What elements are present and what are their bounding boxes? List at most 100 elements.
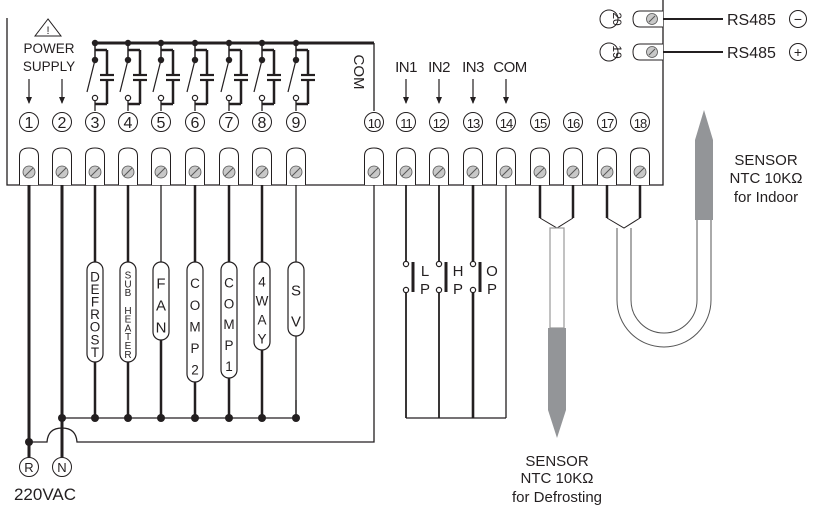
- screw-slot: [57, 167, 67, 177]
- load-letter: R: [90, 307, 100, 322]
- sensor-probe: [695, 140, 713, 220]
- switch-terminal: [469, 286, 477, 294]
- terminal-block-2: [52, 147, 72, 185]
- terminal-number-17: 17: [597, 112, 617, 132]
- terminal-number-3: 3: [85, 112, 105, 132]
- terminal-number-text: 8: [258, 115, 267, 132]
- screw-slot: [291, 167, 301, 177]
- switch-label-line1: H: [453, 263, 464, 280]
- terminal-number-text: 13: [467, 116, 480, 131]
- load-letter: H: [124, 306, 131, 317]
- relay-contact-6: [186, 39, 214, 111]
- terminal-block-7: [219, 147, 239, 185]
- screw-slot: [190, 167, 200, 177]
- switch-blade: [119, 59, 129, 93]
- switch-blade: [152, 59, 162, 93]
- sensor-probe: [548, 328, 566, 410]
- contact-terminal: [91, 94, 99, 102]
- screw-slot: [123, 167, 133, 177]
- load-letter: N: [156, 320, 167, 337]
- defrost-sensor-label-3: for Defrosting: [512, 489, 602, 506]
- load-letter: S: [90, 332, 99, 347]
- load-body: [186, 261, 204, 383]
- screw-slot: [156, 167, 166, 177]
- load-body: [119, 261, 137, 363]
- input-label-com: COM: [493, 59, 527, 76]
- arrow-terminal-2: [59, 79, 65, 104]
- load-letter: 2: [191, 363, 199, 378]
- terminal-number-7: 7: [219, 112, 239, 132]
- contact-terminal: [258, 94, 266, 102]
- switch-label-line1: L: [421, 263, 429, 280]
- screw-slot: [535, 167, 545, 177]
- load-letter: A: [257, 312, 266, 327]
- terminal-number-circle: [599, 42, 619, 62]
- junction-dot: [58, 414, 66, 422]
- sensor-tip: [548, 410, 566, 438]
- terminal-block-9: [286, 147, 306, 185]
- terminal-number-circle: [597, 112, 617, 132]
- terminal-number-text: 16: [567, 116, 580, 131]
- screw-slot: [501, 167, 511, 177]
- defrost-sensor: [538, 185, 575, 438]
- terminal-number-2: 2: [52, 112, 72, 132]
- bus-junction: [157, 414, 165, 422]
- r-terminal: R: [19, 457, 39, 477]
- load-letter: S: [291, 282, 301, 299]
- input-label-in3: IN3: [462, 59, 484, 76]
- terminal-number-text: 6: [191, 115, 200, 132]
- load-body: [253, 261, 271, 351]
- load-fan: FAN: [152, 185, 170, 422]
- switch-blade: [220, 59, 230, 93]
- switch-terminal: [402, 286, 410, 294]
- terminal-number-circle: [530, 112, 550, 132]
- arrow-head: [26, 97, 32, 104]
- terminal-number-4: 4: [118, 112, 138, 132]
- bus-junction: [191, 414, 199, 422]
- load-letter: E: [90, 282, 99, 297]
- bus-junction: [91, 414, 99, 422]
- load-letter: U: [124, 279, 131, 290]
- indoor-sensor-label-3: for Indoor: [734, 189, 798, 206]
- load-letter: M: [223, 317, 234, 332]
- wires: [25, 185, 375, 457]
- screw-slot: [635, 167, 645, 177]
- terminal-number-text: 18: [634, 116, 647, 131]
- terminal-number-text: 4: [124, 115, 133, 132]
- pressure-switch-op: OP: [469, 185, 498, 418]
- bus-junction: [258, 414, 266, 422]
- contact-terminal: [124, 94, 132, 102]
- terminal-block-12: [429, 147, 449, 185]
- indoor-sensor: [605, 110, 713, 348]
- terminal-number-circle: [118, 112, 138, 132]
- supply-voltage-label: 220VAC: [14, 485, 76, 504]
- switch-blade: [253, 59, 263, 93]
- polarity-sign: −: [794, 11, 802, 27]
- screw-slot: [434, 167, 444, 177]
- switch-terminal: [469, 260, 477, 268]
- load-letter: C: [224, 276, 234, 291]
- bus-junction: [225, 414, 233, 422]
- arrow-terminal-11: [403, 79, 409, 104]
- load-body: [152, 261, 170, 341]
- sensor-lead-join: [606, 217, 641, 229]
- arrow-head: [470, 97, 476, 104]
- polarity-circle: [789, 10, 807, 28]
- load-letter: V: [291, 313, 301, 330]
- terminal-block-4: [118, 147, 138, 185]
- terminal-number-text: 14: [500, 116, 513, 131]
- terminal-number-text: 1: [25, 115, 34, 132]
- terminal-number-15: 15: [530, 112, 550, 132]
- svg-text:!: !: [46, 25, 49, 37]
- load-letter: 4: [258, 274, 266, 289]
- terminal-number-circle: [496, 112, 516, 132]
- arrow-head: [59, 97, 65, 104]
- terminal-number-14: 14: [496, 112, 516, 132]
- relay-contact-7: [220, 39, 248, 111]
- terminal-number-text: 9: [292, 115, 301, 132]
- terminal-block-6: [185, 147, 205, 185]
- terminal-number-text: 15: [534, 116, 547, 131]
